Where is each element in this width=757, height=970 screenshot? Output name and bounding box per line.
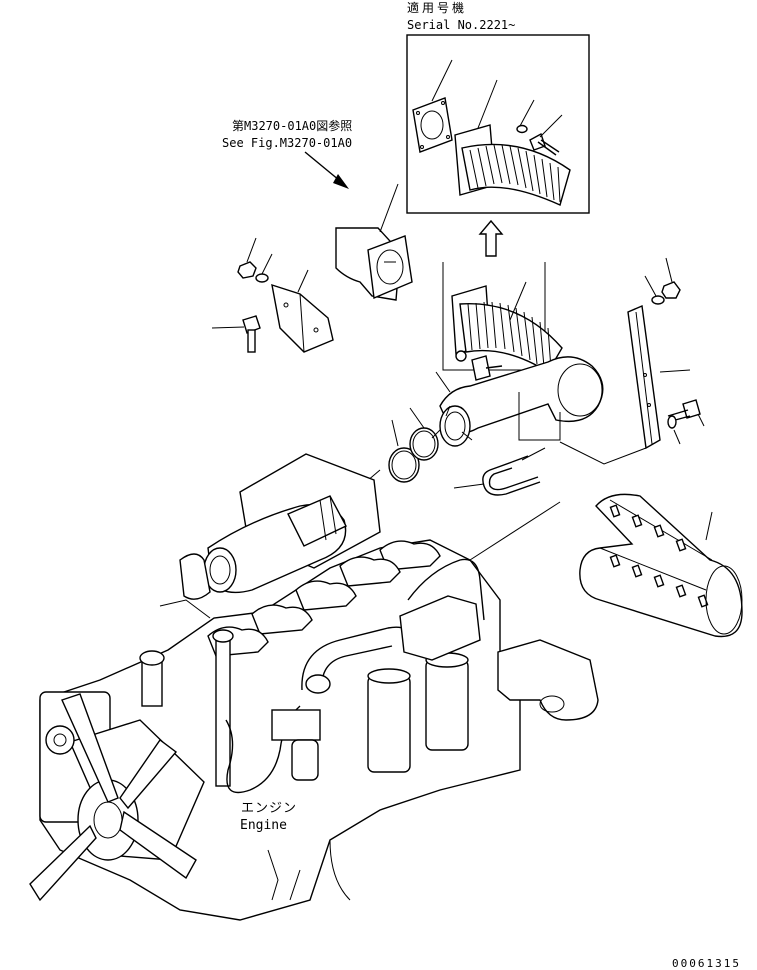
washer-right [644, 275, 665, 305]
inset-bolt [529, 132, 560, 156]
hose-clamp-b [409, 427, 439, 461]
inset-serial-label: Serial No.2221~ [407, 18, 515, 32]
inset-gasket [412, 97, 453, 153]
intake-pipe [435, 356, 604, 447]
washer-left [255, 253, 273, 283]
support-stay [559, 304, 691, 465]
nut-left [237, 237, 257, 279]
nut-right [661, 257, 681, 299]
hose-clamp-a [388, 447, 420, 483]
inset-frame [406, 34, 590, 214]
serial-inset: 適用号機 Serial No.2221~ [406, 0, 590, 214]
inset-washer [516, 124, 528, 134]
inset-applicable-label: 適用号機 [407, 0, 467, 15]
engine-label: エンジン Engine [240, 801, 297, 833]
inset-pointer-arrow [478, 219, 504, 257]
engine-label-jp: エンジン [241, 801, 297, 816]
reference-note: 第M3270-01A0図参照 See Fig.M3270-01A0 [222, 118, 352, 189]
mounting-bracket-left [271, 269, 334, 353]
reference-en: See Fig.M3270-01A0 [222, 136, 352, 150]
figure-code: 00061315 [672, 957, 741, 970]
flex-hose-assembly [442, 262, 563, 381]
elbow-duct [335, 183, 413, 301]
bolt-left [211, 315, 261, 353]
inset-hose [454, 124, 571, 206]
air-cleaner [159, 453, 381, 619]
cooling-fan [29, 691, 205, 902]
bolt-right [667, 399, 705, 445]
reference-jp: 第M3270-01A0図参照 [232, 118, 352, 133]
u-bolt [453, 447, 546, 496]
heat-shield-cover [579, 493, 743, 638]
engine-label-en: Engine [240, 818, 287, 833]
